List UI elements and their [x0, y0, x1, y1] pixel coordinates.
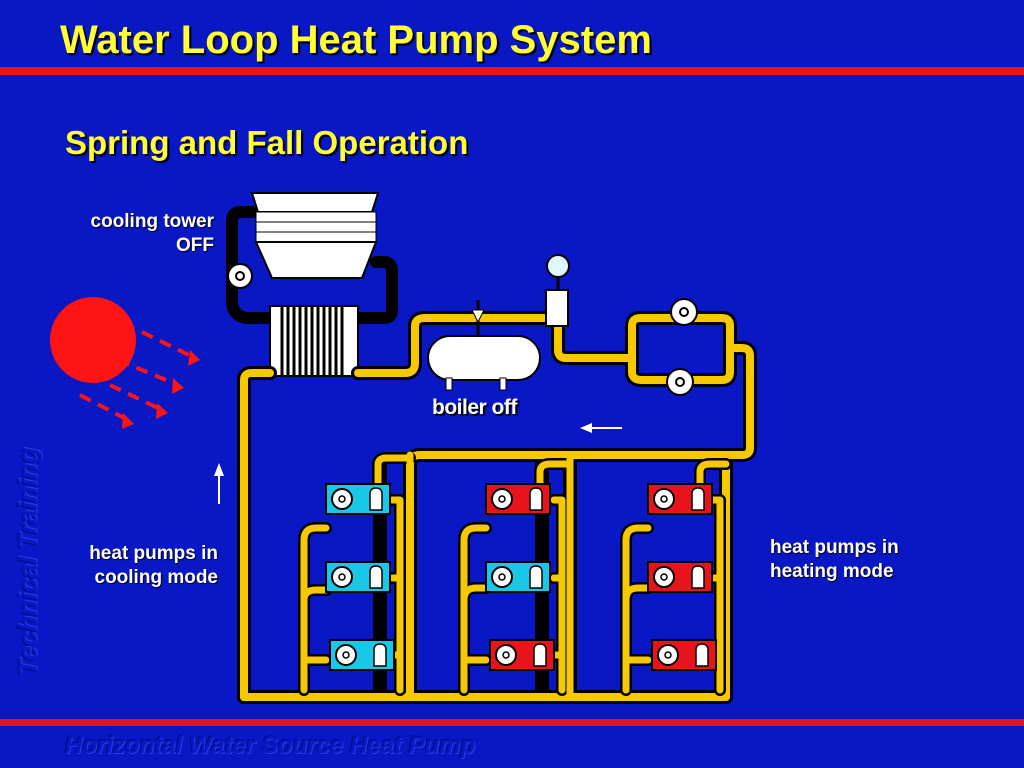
heating-mode-label: heat pumps in heating mode [770, 536, 970, 584]
heat-pump-heating-icon [651, 639, 717, 671]
page-title: Water Loop Heat Pump System [60, 18, 652, 62]
heat-pump-cooling-icon [485, 561, 551, 593]
cooling-tower-icon [250, 192, 380, 279]
heat-pump-heating-icon [489, 639, 555, 671]
heat-pump-cooling-icon [329, 639, 395, 671]
flow-arrow-up-icon [214, 463, 224, 504]
heat-exchanger-icon [269, 305, 359, 377]
heat-pump-heating-icon [647, 561, 713, 593]
cooling-tower-loop [226, 206, 398, 324]
heat-pump-heating-icon [647, 483, 713, 515]
cooling-tower-label-line2: OFF [176, 235, 214, 256]
boiler-icon [427, 300, 541, 391]
tower-pump-icon [227, 263, 253, 289]
heating-mode-label-line1: heat pumps in [770, 537, 899, 558]
cooling-tower-label: cooling tower OFF [40, 210, 215, 258]
heat-pump-cooling-icon [325, 561, 391, 593]
cooling-mode-label-line2: cooling mode [94, 567, 219, 588]
heat-pump-units [325, 483, 717, 671]
cooling-mode-label: heat pumps in cooling mode [40, 542, 218, 590]
page-subtitle: Spring and Fall Operation [65, 124, 469, 161]
loop-pump-icons [666, 298, 698, 396]
heat-pump-cooling-icon [325, 483, 391, 515]
sun-icon [50, 297, 136, 383]
cooling-tower-label-line1: cooling tower [90, 211, 215, 232]
heat-pump-heating-icon [485, 483, 551, 515]
cooling-mode-label-line1: heat pumps in [89, 543, 218, 564]
expansion-tank-icon [545, 254, 570, 327]
flow-arrow-left-icon [580, 423, 622, 433]
footer-watermark: Horizontal Water Source Heat Pump [65, 732, 476, 759]
top-accent-bar [0, 67, 1024, 75]
sun-ray-arrows [79, 330, 200, 429]
boiler-label: boiler off [432, 396, 517, 419]
bottom-accent-bar [0, 719, 1024, 726]
heating-mode-label-line2: heating mode [770, 561, 894, 582]
